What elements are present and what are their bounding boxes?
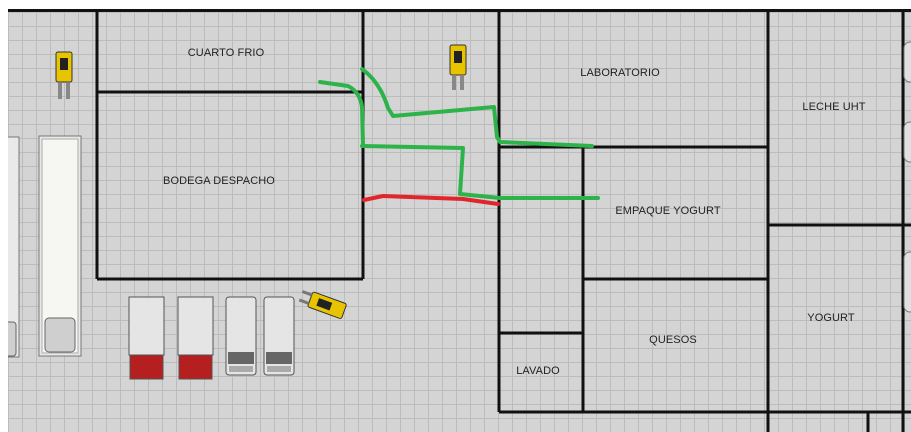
room-label-bodega-despacho: BODEGA DESPACHO — [163, 175, 275, 187]
room-label-cuarto-frio: CUARTO FRIO — [187, 47, 265, 59]
plan-drawing — [8, 12, 911, 432]
route-green-segment — [360, 67, 594, 148]
room-label-empaque-yogurt: EMPAQUE YOGURT — [615, 205, 721, 217]
floor-plan: CUARTO FRIO LABORATORIO LECHE UHT BODEGA… — [8, 9, 911, 432]
route-red-segment — [362, 193, 500, 206]
room-label-lavado: LAVADO — [516, 365, 560, 377]
room-label-yogurt: YOGURT — [807, 312, 855, 324]
forklift-icon — [449, 44, 467, 90]
room-label-quesos: QUESOS — [649, 334, 697, 346]
conveyor-icon — [8, 135, 82, 358]
truck-icon — [128, 296, 165, 380]
van-icon — [263, 296, 295, 376]
walls — [95, 12, 911, 432]
route-green-segment — [360, 144, 600, 200]
equipment-partial — [903, 41, 911, 313]
forklift-icon — [55, 51, 73, 99]
route-green — [318, 67, 600, 200]
van-icon — [225, 296, 257, 376]
conveyor-belt — [41, 138, 79, 354]
truck-icon — [177, 296, 214, 380]
room-label-leche-uht: LECHE UHT — [802, 101, 866, 113]
route-red — [362, 193, 500, 206]
conveyor-end — [44, 317, 76, 353]
conveyor-body — [8, 136, 20, 358]
forklift-icon — [298, 290, 347, 319]
route-green-segment — [318, 80, 365, 146]
conveyor-end — [8, 321, 17, 357]
room-label-laboratorio: LABORATORIO — [580, 67, 660, 79]
